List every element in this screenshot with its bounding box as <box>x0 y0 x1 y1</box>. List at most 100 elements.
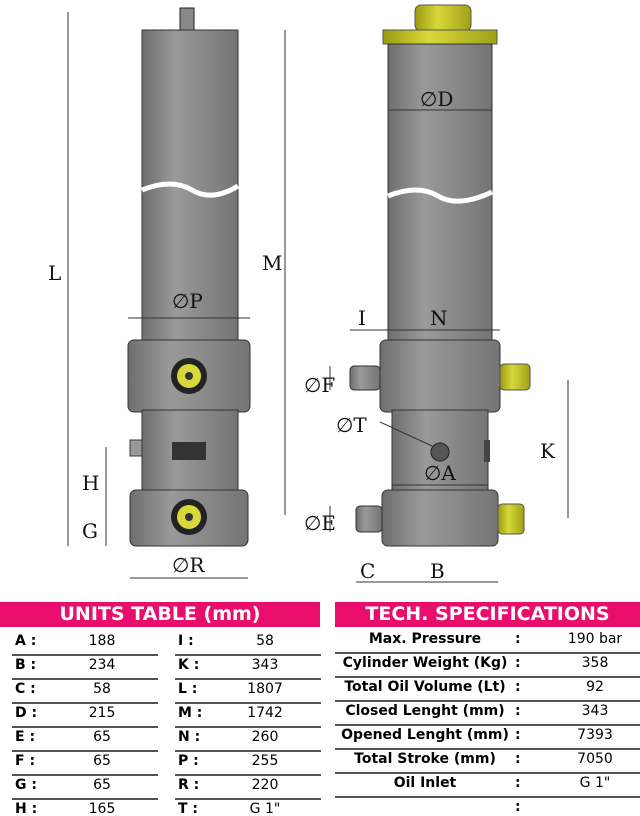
dim-label-A: ∅A <box>424 461 456 485</box>
oil-port <box>430 442 450 462</box>
unit-value: 65 <box>93 777 111 793</box>
unit-value: 58 <box>256 633 274 649</box>
spec-row: Max. Pressure:190 bar <box>335 628 640 654</box>
table-row: K :343 <box>175 654 321 680</box>
right-view: ∅D I N ∅F ∅T ∅A K ∅E C B <box>304 4 569 583</box>
spec-label: Total Oil Volume (Lt) <box>344 679 506 695</box>
unit-key: B : <box>15 657 37 673</box>
upper-collar <box>379 339 501 413</box>
spec-label: Closed Lenght (mm) <box>345 703 505 719</box>
spec-separator: : <box>515 703 521 719</box>
dim-label-I: I <box>358 306 366 330</box>
dim-label-H: H <box>82 471 99 495</box>
top-cap <box>414 4 472 32</box>
table-row: D : 215 <box>12 702 158 728</box>
unit-key: P : <box>178 753 199 769</box>
break-line <box>141 181 240 198</box>
dim-label-R: ∅R <box>172 553 205 577</box>
table-row: H : 165 <box>12 798 158 816</box>
spec-value: 358 <box>581 655 609 671</box>
nameplate <box>172 442 206 460</box>
spec-separator: : <box>515 631 521 647</box>
table-row: A : 188 <box>12 630 158 656</box>
table-row: B : 234 <box>12 654 158 680</box>
unit-key: T : <box>178 801 199 816</box>
unit-value: 1742 <box>247 705 283 721</box>
units-table-title: UNITS TABLE (mm) <box>0 602 320 627</box>
spec-value: 7050 <box>577 751 613 767</box>
unit-value: 65 <box>93 729 111 745</box>
unit-key: L : <box>178 681 198 697</box>
spec-value: 7393 <box>577 727 613 743</box>
spec-row: : <box>335 796 640 816</box>
spec-label: Total Stroke (mm) <box>354 751 496 767</box>
unit-key: I : <box>178 633 194 649</box>
table-row: C :58 <box>12 678 158 704</box>
dim-label-M: M <box>262 251 282 275</box>
spec-value: 92 <box>586 679 604 695</box>
spec-row: Cylinder Weight (Kg):358 <box>335 652 640 678</box>
top-fitting <box>179 7 195 31</box>
unit-key: R : <box>178 777 200 793</box>
lower-oil-port <box>171 499 207 535</box>
dim-label-D: ∅D <box>420 87 453 111</box>
right-trunnion-pin <box>499 363 531 391</box>
dimension-lines <box>329 109 569 583</box>
dim-label-C: C <box>360 559 375 583</box>
spec-row: Opened Lenght (mm): 7393 <box>335 724 640 750</box>
dim-label-G: G <box>82 519 98 543</box>
break-line <box>387 187 494 204</box>
right-bottom-pin <box>497 503 525 535</box>
dim-label-K: K <box>540 439 556 463</box>
technical-drawing: L M ∅P H G ∅R ∅D I N ∅F ∅T <box>48 4 569 583</box>
unit-value: G 1" <box>249 801 281 816</box>
spec-row: Oil Inlet:G 1" <box>335 772 640 798</box>
unit-key: H : <box>15 801 38 816</box>
left-bottom-pin <box>355 505 383 533</box>
dim-label-F: ∅F <box>304 373 335 397</box>
left-trunnion-pin <box>349 365 381 391</box>
unit-value: 1807 <box>247 681 283 697</box>
unit-value: 260 <box>251 729 279 745</box>
spec-value: 190 bar <box>567 631 623 647</box>
unit-key: E : <box>15 729 36 745</box>
unit-value: 188 <box>88 633 116 649</box>
unit-value: 215 <box>88 705 116 721</box>
unit-key: K : <box>178 657 200 673</box>
spec-row: Total Oil Volume (Lt): 92 <box>335 676 640 702</box>
table-row: E : 65 <box>12 726 158 752</box>
unit-key: F : <box>15 753 36 769</box>
top-rim <box>382 29 498 45</box>
spec-row: Total Stroke (mm):7050 <box>335 748 640 774</box>
unit-value: 234 <box>88 657 116 673</box>
spec-row: Closed Lenght (mm): 343 <box>335 700 640 726</box>
unit-value: 165 <box>88 801 116 816</box>
table-row: T : G 1" <box>175 798 321 816</box>
unit-key: G : <box>15 777 37 793</box>
spec-label: Oil Inlet <box>393 775 457 791</box>
unit-value: 255 <box>251 753 279 769</box>
spec-separator: : <box>515 775 521 791</box>
table-row: R :220 <box>175 774 321 800</box>
spec-separator: : <box>515 679 521 695</box>
spec-separator: : <box>515 727 521 743</box>
upper-oil-port <box>171 358 207 394</box>
dim-label-E: ∅E <box>304 511 336 535</box>
side-plug <box>129 439 143 457</box>
unit-key: A : <box>15 633 37 649</box>
dim-label-P: ∅P <box>172 289 203 313</box>
unit-key: D : <box>15 705 38 721</box>
table-row: I : 58 <box>175 630 321 656</box>
dim-label-L: L <box>48 261 61 285</box>
spec-label: Cylinder Weight (Kg) <box>342 655 508 671</box>
table-row: G : 65 <box>12 774 158 800</box>
spec-value: 343 <box>581 703 609 719</box>
spec-label: Opened Lenght (mm) <box>341 727 509 743</box>
unit-key: N : <box>178 729 201 745</box>
dim-label-B: B <box>430 559 445 583</box>
table-row: N : 260 <box>175 726 321 752</box>
spec-separator: : <box>515 799 521 815</box>
dim-label-N: N <box>430 306 448 330</box>
table-row: M :1742 <box>175 702 321 728</box>
